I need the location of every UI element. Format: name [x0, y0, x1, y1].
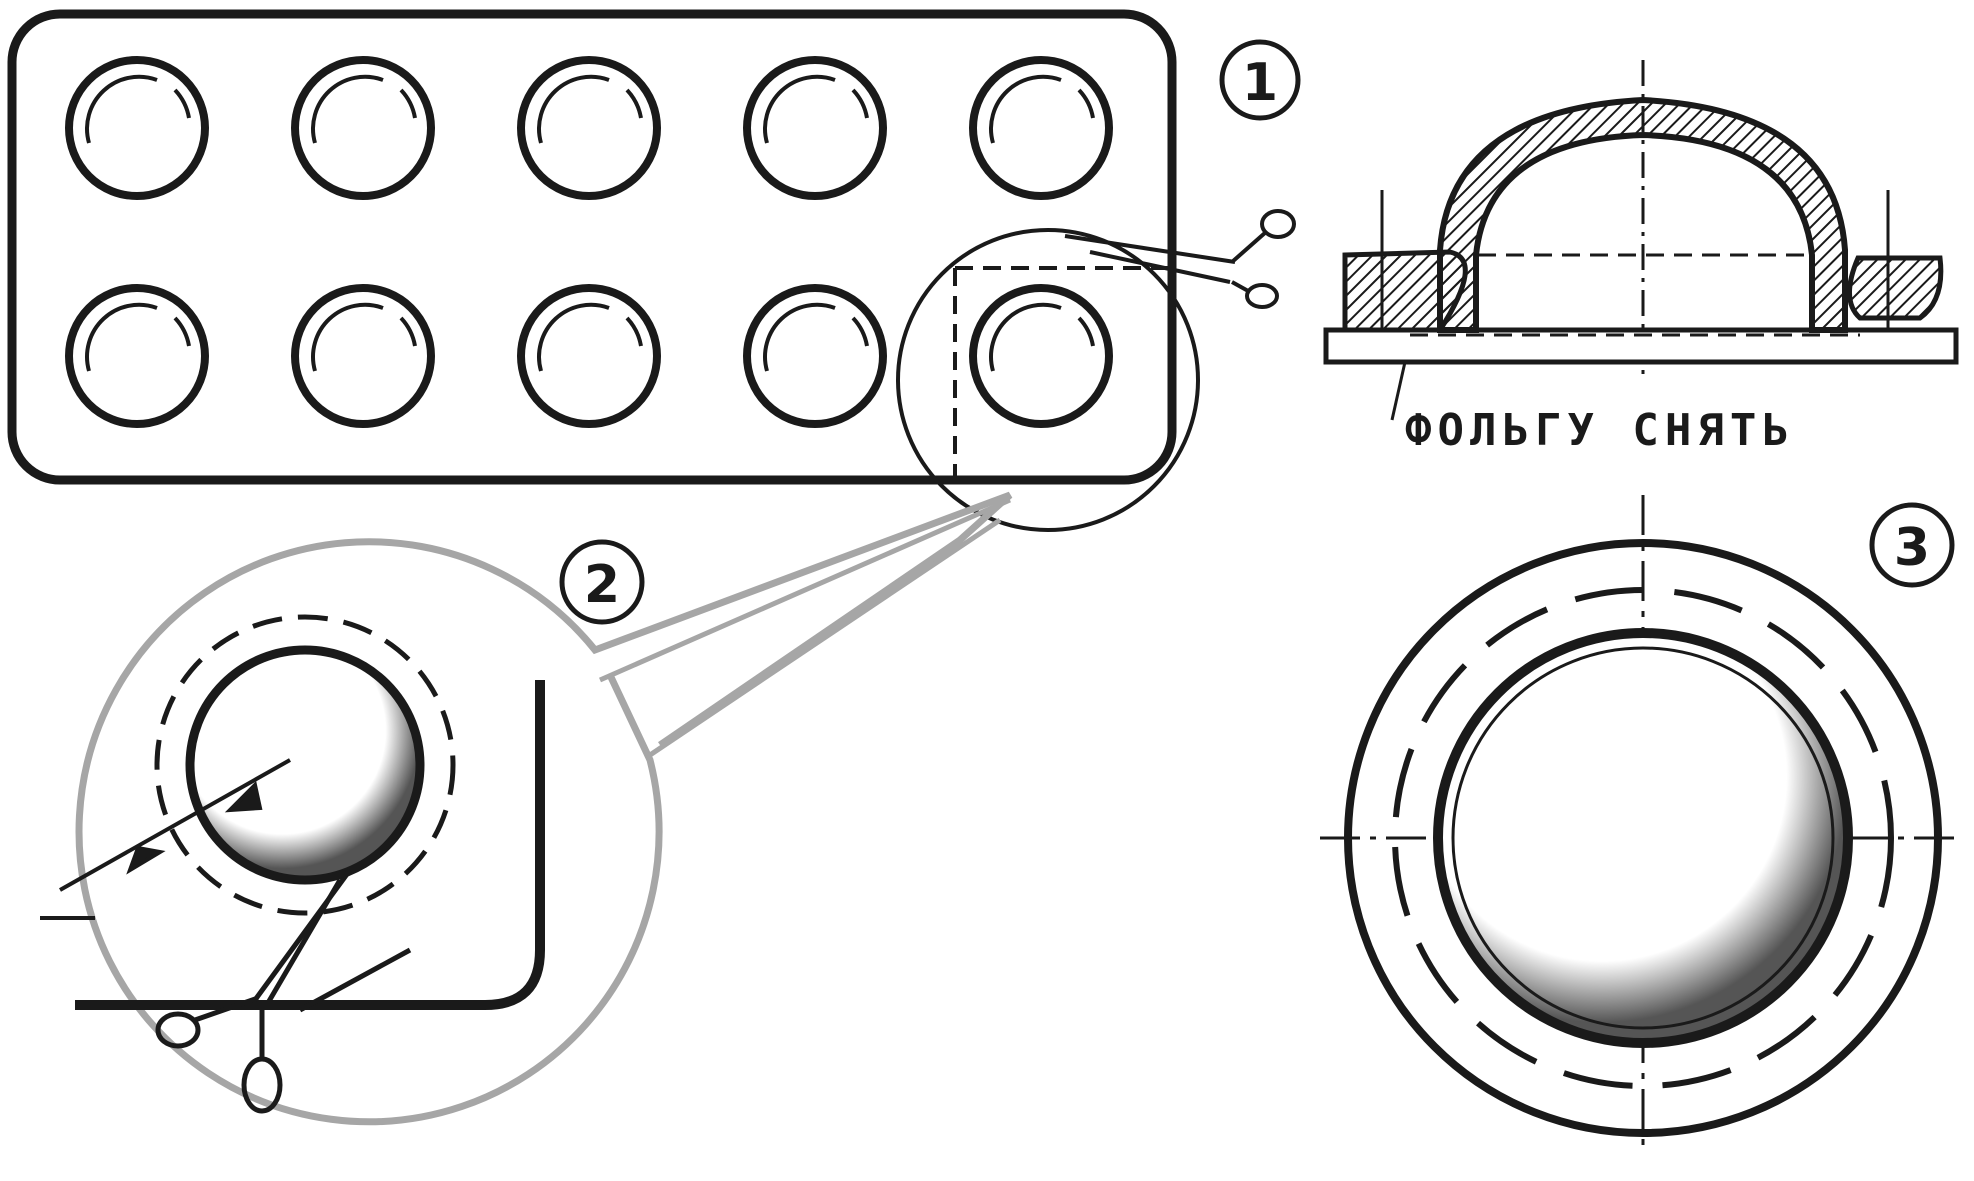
dashed-ring — [1392, 587, 1894, 1089]
blister-pack-outline — [7, 9, 1177, 485]
blister-cells — [65, 56, 1113, 428]
blister-dome — [1437, 96, 1848, 333]
blister-pack — [7, 9, 1177, 485]
callout-2: 2 — [559, 539, 645, 625]
blister-cell — [65, 56, 209, 200]
magnifier-circle — [896, 228, 1200, 532]
magnified-detail: 2 — [40, 491, 1013, 1126]
callout-2-label: 2 — [584, 555, 620, 615]
scissors-icon — [1064, 209, 1296, 309]
cut-line — [953, 266, 1175, 480]
blister-cell — [517, 56, 661, 200]
trim-circle — [154, 614, 456, 916]
callout-1-label: 1 — [1242, 53, 1278, 113]
callout-3-label: 3 — [1894, 518, 1930, 578]
blister-cell — [969, 56, 1113, 200]
section-caption: ФОЛЬГУ СНЯТЬ — [1405, 405, 1795, 456]
blister-cell — [743, 284, 887, 428]
cross-section: ФОЛЬГУ СНЯТЬ — [1323, 60, 1959, 456]
blister-cell — [291, 56, 435, 200]
scissors-icon — [155, 868, 412, 1114]
blister-cell — [291, 284, 435, 428]
blister-cell — [743, 56, 887, 200]
outer-circle — [1344, 539, 1942, 1137]
hatched-flange-right — [1847, 255, 1944, 321]
blister-cell — [517, 284, 661, 428]
pack-corner — [75, 680, 545, 1010]
blister-cell — [969, 284, 1113, 428]
blister-outline — [185, 645, 425, 885]
detail-balloon — [75, 491, 1013, 1126]
callout-3: 3 — [1869, 502, 1955, 588]
callout-1: 1 — [1219, 39, 1301, 121]
blister-cell — [65, 284, 209, 428]
blister-top — [1433, 628, 1853, 1048]
top-view: 3 — [1320, 495, 1964, 1150]
dimension-arrow — [40, 758, 291, 920]
